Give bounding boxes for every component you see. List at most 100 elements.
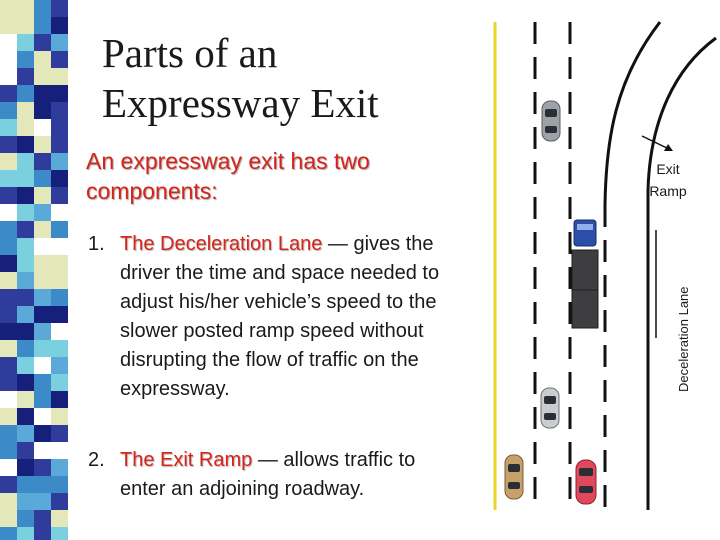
mosaic-tile <box>0 391 17 408</box>
car-icon-silver-bottom <box>540 387 560 429</box>
mosaic-tile <box>34 119 51 136</box>
mosaic-tile <box>0 442 17 459</box>
decorative-mosaic-strip <box>0 0 68 540</box>
mosaic-tile <box>0 136 17 153</box>
mosaic-tile <box>34 153 51 170</box>
mosaic-tile <box>51 323 68 340</box>
mosaic-tile <box>51 408 68 425</box>
mosaic-tile <box>0 306 17 323</box>
mosaic-tile <box>0 34 17 51</box>
mosaic-tile <box>34 527 51 540</box>
mosaic-tile <box>0 255 17 272</box>
mosaic-tile <box>17 289 34 306</box>
mosaic-tile <box>34 204 51 221</box>
mosaic-tile <box>17 306 34 323</box>
mosaic-tile <box>51 187 68 204</box>
mosaic-tile <box>34 459 51 476</box>
mosaic-tile <box>17 187 34 204</box>
mosaic-tile <box>34 476 51 493</box>
mosaic-tile <box>34 136 51 153</box>
mosaic-tile <box>0 374 17 391</box>
mosaic-tile <box>17 374 34 391</box>
mosaic-tile <box>51 459 68 476</box>
mosaic-tile <box>34 442 51 459</box>
mosaic-tile <box>51 221 68 238</box>
mosaic-tile <box>0 204 17 221</box>
mosaic-tile <box>0 187 17 204</box>
mosaic-tile <box>17 357 34 374</box>
expressway-exit-diagram <box>493 21 717 510</box>
list-number: 2. <box>88 449 105 471</box>
mosaic-tile <box>34 187 51 204</box>
list-item-deceleration-lane: 1. The Deceleration Lane — gives the dri… <box>88 230 458 404</box>
mosaic-tile <box>34 340 51 357</box>
mosaic-tile <box>51 119 68 136</box>
mosaic-tile <box>51 272 68 289</box>
mosaic-tile <box>34 374 51 391</box>
mosaic-tile <box>51 0 68 17</box>
mosaic-tile <box>0 221 17 238</box>
mosaic-tile <box>17 0 34 17</box>
mosaic-tile <box>17 119 34 136</box>
mosaic-tile <box>17 476 34 493</box>
mosaic-tile <box>34 17 51 34</box>
car-icon-red <box>575 459 597 505</box>
mosaic-tile <box>17 34 34 51</box>
mosaic-tile <box>17 153 34 170</box>
mosaic-tile <box>0 51 17 68</box>
mosaic-tile <box>0 85 17 102</box>
mosaic-tile <box>51 425 68 442</box>
mosaic-tile <box>51 102 68 119</box>
mosaic-tile <box>51 340 68 357</box>
mosaic-tile <box>0 340 17 357</box>
mosaic-tile <box>17 442 34 459</box>
mosaic-tile <box>34 34 51 51</box>
subtitle: An expressway exit has two components: <box>86 148 370 204</box>
mosaic-tile <box>34 289 51 306</box>
mosaic-tile <box>17 85 34 102</box>
mosaic-tile <box>34 408 51 425</box>
mosaic-tile <box>0 510 17 527</box>
car-icon-silver-top <box>541 100 561 142</box>
description-exit-ramp: allows traffic to enter an adjoining roa… <box>120 449 416 500</box>
mosaic-tile <box>17 459 34 476</box>
term-dash: — <box>252 449 284 471</box>
mosaic-tile <box>51 238 68 255</box>
term-deceleration-lane: The Deceleration Lane <box>120 233 323 255</box>
mosaic-tile <box>34 85 51 102</box>
mosaic-tile <box>51 391 68 408</box>
mosaic-tile <box>0 119 17 136</box>
mosaic-tile <box>51 85 68 102</box>
mosaic-tile <box>0 408 17 425</box>
mosaic-tile <box>51 136 68 153</box>
deceleration-lane-label: Deceleration Lane <box>676 286 691 392</box>
mosaic-tile <box>0 272 17 289</box>
mosaic-tile <box>17 68 34 85</box>
mosaic-tile <box>51 153 68 170</box>
term-exit-ramp: The Exit Ramp <box>120 449 253 471</box>
mosaic-tile <box>51 306 68 323</box>
mosaic-tile <box>17 17 34 34</box>
mosaic-tile <box>0 493 17 510</box>
mosaic-tile <box>51 204 68 221</box>
mosaic-tile <box>17 204 34 221</box>
mosaic-tile <box>17 340 34 357</box>
mosaic-tile <box>17 272 34 289</box>
mosaic-tile <box>34 510 51 527</box>
mosaic-tile <box>17 170 34 187</box>
page-title: Parts of an Expressway Exit <box>102 30 379 126</box>
mosaic-tile <box>51 493 68 510</box>
mosaic-tile <box>0 289 17 306</box>
ramp-pointer-arrowhead <box>664 144 673 151</box>
mosaic-tile <box>51 357 68 374</box>
mosaic-tile <box>34 238 51 255</box>
mosaic-tile <box>0 476 17 493</box>
ramp-edge-inner <box>603 21 662 206</box>
term-dash: — <box>322 233 354 255</box>
mosaic-tile <box>34 102 51 119</box>
mosaic-tile <box>34 493 51 510</box>
mosaic-tile <box>17 323 34 340</box>
mosaic-tile <box>51 374 68 391</box>
mosaic-tile <box>51 510 68 527</box>
mosaic-tile <box>51 51 68 68</box>
